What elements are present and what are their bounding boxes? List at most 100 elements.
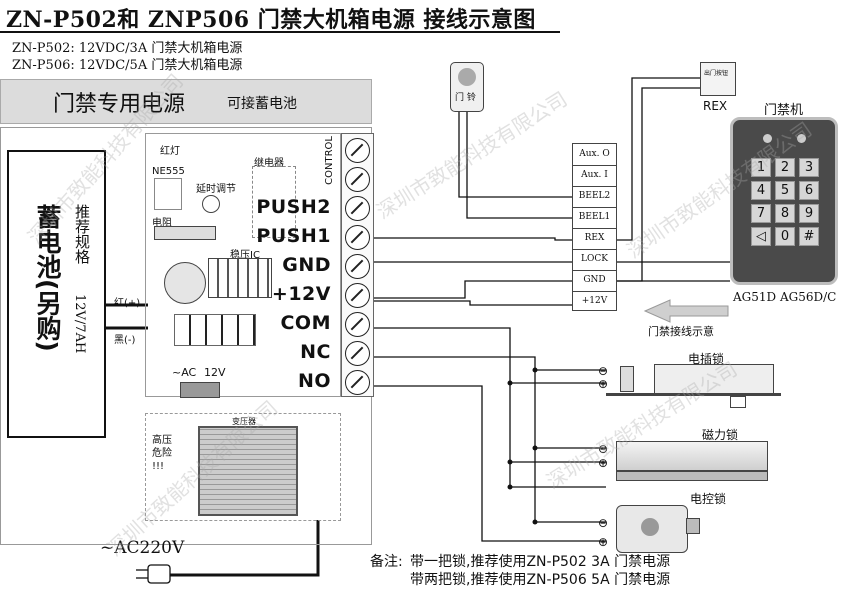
terminal-control-2[interactable] [345, 167, 370, 192]
electric-minus: ⊖ [598, 516, 609, 530]
red-led-label: 红灯 [160, 146, 180, 157]
direction-arrow [643, 299, 729, 323]
spec-line-p502: ZN-P502: 12VDC/3A 门禁大机箱电源 [12, 41, 243, 56]
terminal-block [341, 133, 374, 397]
electric-lock-cylinder-icon [641, 518, 659, 536]
battery-spec: 12V/7AH [72, 294, 87, 354]
key-0[interactable]: 0 [775, 227, 795, 246]
key-8[interactable]: 8 [775, 204, 795, 223]
chip-ne555 [154, 178, 182, 210]
terminal-label-push2: PUSH2 [256, 196, 331, 218]
rex-button[interactable]: 出门按钮 [700, 62, 736, 96]
arrow-label: 门禁接线示意 [648, 325, 714, 338]
key-bell[interactable]: ◁ [751, 227, 771, 246]
wire-nc [368, 356, 606, 371]
terminal-label-push1: PUSH1 [256, 225, 331, 247]
psu-banner-title: 门禁专用电源 [53, 92, 186, 117]
resistor-label: 电阻 [152, 218, 172, 229]
battery-recommend: 推荐规格 [73, 204, 91, 264]
note-prefix: 备注: [370, 554, 403, 570]
wire-rex1 [617, 77, 700, 241]
terminal-com[interactable] [345, 312, 370, 337]
bell-label: 门 铃 [455, 93, 476, 103]
terminal-push2[interactable] [345, 196, 370, 221]
key-1[interactable]: 1 [751, 158, 771, 177]
bolt-lock-frame [606, 393, 781, 396]
dc-input-label: 12V [204, 366, 226, 379]
terminal-no[interactable] [345, 370, 370, 395]
keypad-title: 门禁机 [764, 103, 804, 118]
transformer-label: 变压器 [232, 417, 256, 426]
transformer [198, 426, 298, 516]
fuse-block [174, 314, 256, 346]
terminal-label-com: COM [280, 312, 331, 334]
wire-12v-bus [368, 300, 572, 306]
bolt-lock-terminal [620, 366, 634, 392]
key-9[interactable]: 9 [799, 204, 819, 223]
page-title: ZN-P502和 ZNP506 门禁大机箱电源 接线示意图 [6, 7, 536, 33]
bolt-plus: ⊕ [598, 377, 609, 391]
wire-push1-rex [368, 237, 572, 241]
terminal-label-12v: +12V [271, 283, 331, 305]
regulator-label: 稳压IC [230, 250, 260, 261]
mag-minus: ⊖ [598, 442, 609, 456]
connector-row: BEEL1 [573, 207, 616, 229]
keypad-model: AG51D AG56D/C [733, 290, 837, 304]
wire-bell2 [466, 110, 572, 219]
key-5[interactable]: 5 [775, 181, 795, 200]
terminal-push1[interactable] [345, 225, 370, 250]
terminal-label-gnd: GND [282, 254, 331, 276]
keypad-led-icon [797, 134, 806, 143]
connector-row: REX [573, 228, 616, 250]
connector-row: GND [573, 270, 616, 292]
battery-box: 蓄电池(另购) 推荐规格 12V/7AH [7, 150, 106, 438]
terminal-label-no: NO [297, 370, 331, 392]
delay-pot-icon[interactable] [202, 195, 220, 213]
battery-black-label: 黑(-) [114, 335, 136, 346]
key-4[interactable]: 4 [751, 181, 771, 200]
note-line-2: 带两把锁,推荐使用ZN-P506 5A 门禁电源 [410, 572, 671, 588]
connector-row: +12V [581, 296, 608, 306]
keypad-keys: 1 2 3 4 5 6 7 8 9 ◁ 0 # [751, 158, 823, 246]
wire-12v-gnd [368, 280, 572, 299]
key-2[interactable]: 2 [775, 158, 795, 177]
battery-name: 蓄电池(另购) [33, 204, 62, 352]
mag-plus: ⊕ [598, 456, 609, 470]
keypad-connector: Aux. O Aux. I BEEL2 BEEL1 REX LOCK GND +… [572, 143, 617, 311]
wire-no [368, 385, 606, 542]
terminal-control-1[interactable] [345, 138, 370, 163]
resistor [154, 226, 216, 240]
ac-input-voltage: ~AC220V [100, 538, 185, 558]
title-underline [0, 31, 560, 33]
terminal-nc[interactable] [345, 341, 370, 366]
ac-input-label: ~AC [172, 366, 197, 379]
access-keypad: 1 2 3 4 5 6 7 8 9 ◁ 0 # [730, 117, 838, 285]
key-3[interactable]: 3 [799, 158, 819, 177]
electric-lock-label: 电控锁 [690, 492, 727, 506]
relay [252, 166, 296, 238]
terminal-gnd[interactable] [345, 254, 370, 279]
spec-line-p506: ZN-P506: 12VDC/5A 门禁大机箱电源 [12, 58, 243, 73]
rex-button-text: 出门按钮 [704, 70, 729, 77]
key-hash[interactable]: # [799, 227, 819, 246]
terminal-label-nc: NC [300, 341, 331, 363]
transformer-area: 变压器 高压 危险 !!! [145, 413, 341, 521]
electric-plus: ⊕ [598, 535, 609, 549]
psu-banner-subtitle: 可接蓄电池 [227, 96, 297, 112]
key-7[interactable]: 7 [751, 204, 771, 223]
wire-com [368, 327, 606, 488]
door-bell: 门 铃 [450, 62, 484, 112]
mag-lock-plate [616, 471, 768, 481]
terminal-12v[interactable] [345, 283, 370, 308]
capacitor [164, 262, 206, 304]
battery-red-label: 红(+) [114, 298, 141, 309]
delay-label: 延时调节 [196, 184, 236, 195]
mag-lock [616, 441, 768, 471]
key-6[interactable]: 6 [799, 181, 819, 200]
wire-ac-input [170, 520, 320, 577]
note-line-1: 带一把锁,推荐使用ZN-P502 3A 门禁电源 [410, 554, 671, 570]
mag-lock-label: 磁力锁 [702, 428, 739, 442]
wire-bell1 [458, 110, 572, 198]
rex-label: REX [703, 99, 728, 113]
